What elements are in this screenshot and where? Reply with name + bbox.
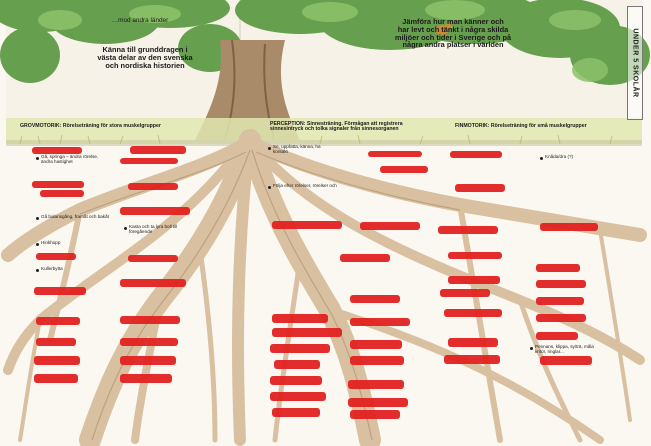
redaction-mark xyxy=(350,318,410,326)
left-item-5: Kasta och ta lyra boll till föregående xyxy=(129,225,199,235)
redaction-mark xyxy=(34,374,78,383)
redaction-mark xyxy=(120,158,178,164)
redaction-mark xyxy=(350,410,400,419)
redaction-mark xyxy=(536,314,586,322)
redaction-mark xyxy=(272,328,342,337)
redaction-mark xyxy=(540,223,598,231)
left-caption: Känna till grunddragen i västa delar av … xyxy=(70,46,220,69)
redaction-mark xyxy=(272,221,342,229)
redaction-mark xyxy=(32,147,82,154)
redaction-mark xyxy=(120,279,186,287)
redaction-mark xyxy=(120,356,176,365)
right-heading: FINMOTORIK: Rörelseträning för små muske… xyxy=(455,124,587,129)
redaction-mark xyxy=(368,151,422,157)
redaction-mark xyxy=(536,297,584,305)
redaction-mark xyxy=(36,338,76,346)
left-heading: GROVMOTORIK: Rörelseträning för stora mu… xyxy=(20,124,161,129)
right-item-2: Pennans, klippa, sy/trä, måla kritor, ri… xyxy=(535,345,595,355)
redaction-mark xyxy=(120,316,180,324)
bullet-icon xyxy=(36,217,39,220)
right-caption: Jämföra hur man känner och har levt och … xyxy=(368,18,538,49)
redaction-mark xyxy=(350,340,402,349)
left-item-3: Hinkhopp xyxy=(41,241,101,246)
redaction-mark xyxy=(128,255,178,262)
redaction-mark xyxy=(540,356,592,365)
redaction-mark xyxy=(120,374,172,383)
redaction-mark xyxy=(34,356,80,365)
redaction-mark xyxy=(448,338,498,347)
redaction-mark xyxy=(380,166,428,173)
redaction-mark xyxy=(350,295,400,303)
left-item-1: Gå, springa – ändra rörelse, ändra hasti… xyxy=(41,155,111,165)
redaction-mark xyxy=(438,226,498,234)
redaction-mark xyxy=(270,376,322,385)
redaction-mark xyxy=(270,344,330,353)
redaction-mark xyxy=(34,287,86,295)
redaction-mark xyxy=(128,183,178,190)
side-tab-label: UNDER 5 SKOLÅR xyxy=(632,28,639,97)
redaction-mark xyxy=(130,146,186,154)
bullet-icon xyxy=(268,147,271,150)
redaction-mark xyxy=(448,252,502,259)
redaction-mark xyxy=(455,184,505,192)
redaction-mark xyxy=(444,309,502,317)
bullet-icon xyxy=(268,186,271,189)
redaction-mark xyxy=(448,276,500,284)
middle-item-2: Följa efter rörelser, rörelser och xyxy=(273,184,338,189)
redaction-mark xyxy=(360,222,420,230)
redaction-mark xyxy=(274,360,320,369)
redaction-mark xyxy=(32,181,84,188)
redaction-mark xyxy=(348,398,408,407)
bullet-icon xyxy=(540,157,543,160)
redaction-mark xyxy=(272,314,328,323)
redaction-mark xyxy=(536,332,578,340)
left-small-label: …mod andra länder xyxy=(95,18,185,25)
side-tab: UNDER 5 SKOLÅR xyxy=(627,6,643,120)
right-item-1: Knåda/dra (?) xyxy=(545,155,605,160)
bullet-icon xyxy=(124,227,127,230)
redaction-mark xyxy=(440,289,490,297)
redaction-mark xyxy=(36,317,80,325)
bullet-icon xyxy=(36,269,39,272)
redaction-mark xyxy=(536,280,586,288)
redaction-mark xyxy=(348,380,404,389)
middle-item-1: Se, uppfatta, känna, ha kontakt xyxy=(273,145,333,155)
redaction-mark xyxy=(120,207,190,215)
middle-heading: PERCEPTION: Sinnesträning. Förmågan att … xyxy=(270,122,460,133)
redaction-mark xyxy=(450,151,502,158)
bullet-icon xyxy=(530,347,533,350)
redaction-mark xyxy=(536,264,580,272)
left-item-4: Kullerbytta xyxy=(41,267,101,272)
left-item-2: Gå balansgång, framåt och bakåt xyxy=(41,215,111,220)
redaction-mark xyxy=(40,190,84,197)
redaction-mark xyxy=(350,356,404,365)
bullet-icon xyxy=(36,157,39,160)
bullet-icon xyxy=(36,243,39,246)
redaction-mark xyxy=(272,408,320,417)
redaction-mark xyxy=(36,253,76,260)
redaction-mark xyxy=(270,392,326,401)
redaction-mark xyxy=(120,338,178,346)
redaction-mark xyxy=(444,355,500,364)
redaction-mark xyxy=(340,254,390,262)
